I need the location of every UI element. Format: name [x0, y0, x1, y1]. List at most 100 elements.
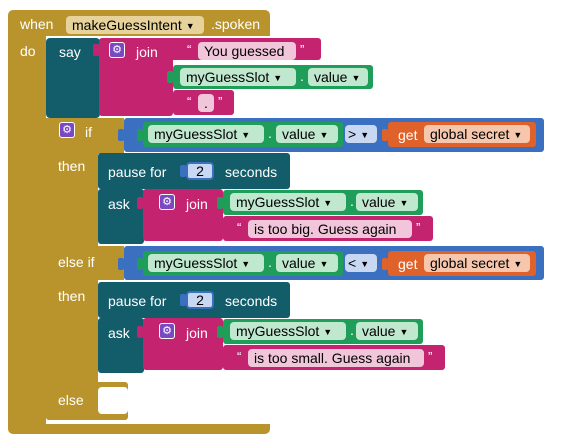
- text-dot[interactable]: .: [198, 94, 214, 112]
- property-dropdown[interactable]: value▼: [308, 68, 368, 86]
- number-field[interactable]: 2: [186, 162, 214, 180]
- close-quote-icon: ”: [416, 220, 421, 235]
- component-dropdown[interactable]: myGuessSlot▼: [230, 193, 346, 211]
- input-notch: [180, 294, 186, 306]
- input-notch: [118, 258, 124, 270]
- component-name: myGuessSlot: [236, 194, 320, 210]
- else-if-label: else if: [58, 254, 95, 270]
- input-notch: [217, 326, 223, 338]
- intent-dropdown[interactable]: makeGuessIntent▼: [66, 16, 204, 34]
- operator-dropdown[interactable]: <▼: [345, 254, 377, 272]
- variable-dropdown[interactable]: global secret▼: [424, 254, 530, 272]
- operator: >: [348, 126, 357, 142]
- input-notch: [167, 71, 173, 83]
- input-notch: [137, 326, 143, 338]
- property-name: value: [362, 194, 396, 210]
- input-notch: [180, 165, 186, 177]
- dropdown-arrow-icon: ▼: [273, 73, 283, 83]
- dot-separator: .: [268, 125, 272, 141]
- pause-label: pause for: [108, 164, 167, 180]
- if-label: if: [85, 124, 92, 140]
- dropdown-arrow-icon: ▼: [513, 259, 523, 269]
- dot-separator: .: [268, 254, 272, 270]
- dropdown-arrow-icon: ▼: [241, 130, 251, 140]
- ask-block[interactable]: [98, 318, 144, 373]
- open-quote-icon: “: [237, 349, 242, 364]
- component-dropdown[interactable]: myGuessSlot▼: [180, 68, 296, 86]
- text-too-small[interactable]: is too small. Guess again: [248, 349, 424, 367]
- component-name: myGuessSlot: [236, 323, 320, 339]
- ask-label: ask: [108, 325, 130, 341]
- dropdown-arrow-icon: ▼: [360, 130, 370, 140]
- variable-name: global secret: [430, 126, 510, 142]
- variable-name: global secret: [430, 255, 510, 271]
- component-dropdown[interactable]: myGuessSlot▼: [148, 125, 264, 143]
- input-notch: [137, 197, 143, 209]
- variable-dropdown[interactable]: global secret▼: [424, 125, 530, 143]
- dropdown-arrow-icon: ▼: [360, 259, 370, 269]
- dropdown-arrow-icon: ▼: [319, 259, 329, 269]
- dropdown-arrow-icon: ▼: [399, 327, 409, 337]
- say-block[interactable]: [46, 38, 100, 118]
- text-you-guessed[interactable]: You guessed: [198, 42, 296, 60]
- dot-separator: .: [350, 322, 354, 338]
- property-name: value: [362, 323, 396, 339]
- property-dropdown[interactable]: value▼: [356, 193, 418, 211]
- text-too-big[interactable]: is too big. Guess again: [248, 220, 412, 238]
- ask-join-label: join: [186, 196, 208, 212]
- open-quote-icon: “: [187, 42, 192, 57]
- event-suffix-label: .spoken: [211, 16, 261, 32]
- property-dropdown[interactable]: value▼: [276, 125, 338, 143]
- open-quote-icon: “: [187, 94, 192, 109]
- input-notch: [217, 351, 223, 363]
- input-notch: [217, 197, 223, 209]
- input-notch: [382, 258, 388, 270]
- dropdown-arrow-icon: ▼: [513, 130, 523, 140]
- dropdown-arrow-icon: ▼: [319, 130, 329, 140]
- mutator-gear-icon[interactable]: ⚙: [159, 323, 175, 339]
- mutator-gear-icon[interactable]: ⚙: [159, 194, 175, 210]
- input-notch: [118, 129, 124, 141]
- dropdown-arrow-icon: ▼: [351, 73, 361, 83]
- property-dropdown[interactable]: value▼: [276, 254, 338, 272]
- seconds-label: seconds: [225, 293, 278, 309]
- input-notch: [382, 129, 388, 141]
- operator: <: [348, 255, 357, 271]
- ask-block[interactable]: [98, 189, 144, 244]
- component-dropdown[interactable]: myGuessSlot▼: [230, 322, 346, 340]
- mutator-gear-icon[interactable]: ⚙: [109, 42, 125, 58]
- component-name: myGuessSlot: [154, 126, 238, 142]
- property-dropdown[interactable]: value▼: [356, 322, 418, 340]
- component-name: myGuessSlot: [186, 69, 270, 85]
- number-field[interactable]: 2: [186, 291, 214, 309]
- get-label: get: [398, 256, 418, 272]
- input-notch: [137, 258, 143, 270]
- ask-join-block[interactable]: [143, 318, 223, 370]
- say-join-block-body: [99, 58, 173, 116]
- input-notch: [137, 129, 143, 141]
- property-name: value: [314, 69, 348, 85]
- input-notch: [93, 44, 99, 56]
- intent-name: makeGuessIntent: [72, 17, 182, 33]
- dropdown-arrow-icon: ▼: [241, 259, 251, 269]
- else-slot[interactable]: [98, 387, 128, 414]
- ask-join-block[interactable]: [143, 189, 223, 241]
- dropdown-arrow-icon: ▼: [323, 327, 333, 337]
- dropdown-arrow-icon: ▼: [399, 198, 409, 208]
- close-quote-icon: ”: [300, 42, 305, 57]
- input-notch: [167, 97, 173, 109]
- open-quote-icon: “: [237, 220, 242, 235]
- then-label-1: then: [58, 158, 86, 174]
- operator-dropdown[interactable]: >▼: [345, 125, 377, 143]
- property-name: value: [282, 255, 316, 271]
- if-mutator-gear-icon[interactable]: ⚙: [59, 122, 75, 138]
- pause-label: pause for: [108, 293, 167, 309]
- get-label: get: [398, 127, 418, 143]
- close-quote-icon: ”: [428, 349, 433, 364]
- close-quote-icon: ”: [218, 94, 223, 109]
- say-label: say: [59, 44, 81, 60]
- dot-separator: .: [300, 68, 304, 84]
- ask-join-label: join: [186, 325, 208, 341]
- component-dropdown[interactable]: myGuessSlot▼: [148, 254, 264, 272]
- else-if-header: [46, 246, 124, 280]
